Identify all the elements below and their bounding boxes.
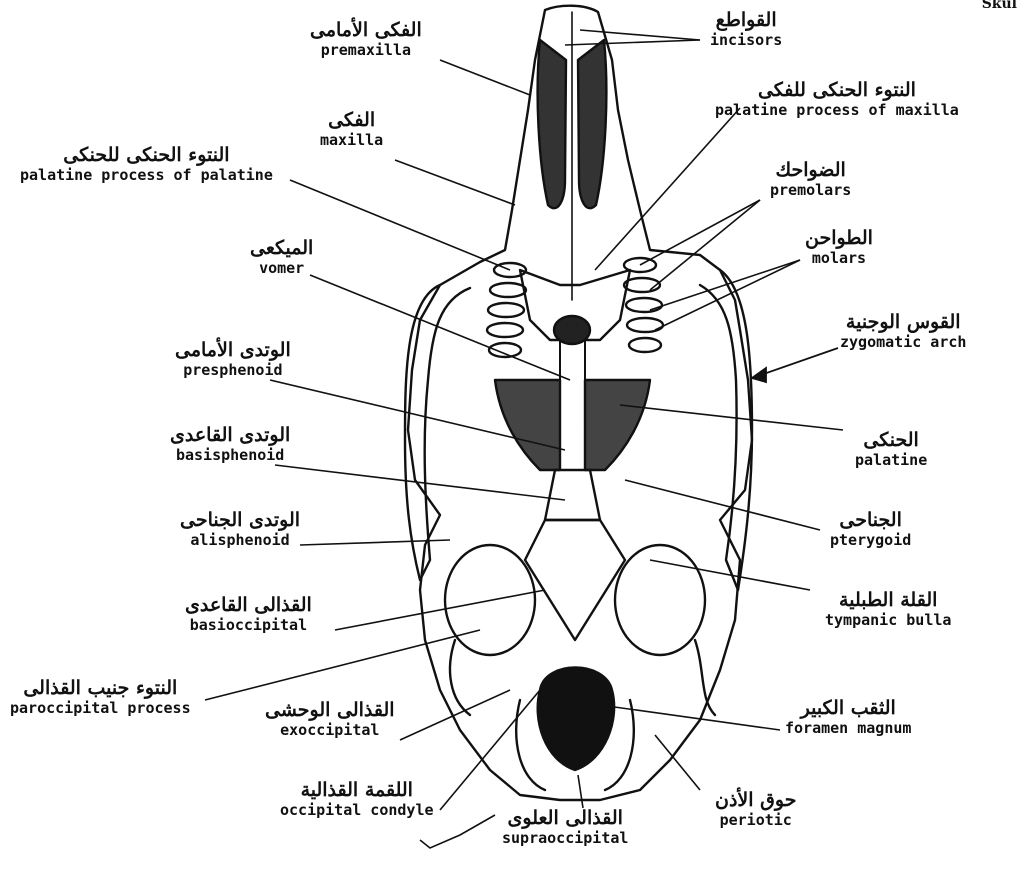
label-supraoccipital-ar: القذالى العلوى bbox=[502, 808, 628, 830]
basioccipital-shape bbox=[525, 520, 625, 640]
label-foramen-magnum-en: foramen magnum bbox=[785, 720, 911, 737]
label-basioccipital-en: basioccipital bbox=[185, 617, 312, 634]
label-palatine-process-palatine-en: palatine process of palatine bbox=[20, 167, 273, 184]
label-premolars: الضواحك premolars bbox=[770, 160, 851, 199]
label-vomer-en: vomer bbox=[250, 260, 313, 277]
label-periotic-ar: حوق الأذن bbox=[715, 790, 796, 812]
label-maxilla-ar: الفكى bbox=[320, 110, 383, 132]
label-presphenoid: الوتدى الأمامى presphenoid bbox=[175, 340, 291, 379]
label-exoccipital-en: exoccipital bbox=[265, 722, 395, 739]
incisive-foramen-right bbox=[578, 40, 606, 208]
label-maxilla-en: maxilla bbox=[320, 132, 383, 149]
label-occipital-condyle: اللقمة القذالية occipital condyle bbox=[280, 780, 434, 819]
label-maxilla: الفكى maxilla bbox=[320, 110, 383, 149]
label-alisphenoid: الوتدى الجناحى alisphenoid bbox=[180, 510, 300, 549]
zygomatic-arch-right bbox=[700, 270, 752, 590]
label-occipital-condyle-en: occipital condyle bbox=[280, 802, 434, 819]
label-palatine-process-palatine: النتوء الحنكى للحنكى palatine process of… bbox=[20, 145, 273, 184]
label-periotic-en: periotic bbox=[715, 812, 796, 829]
label-occipital-condyle-ar: اللقمة القذالية bbox=[280, 780, 434, 802]
label-basioccipital-ar: القذالى القاعدى bbox=[185, 595, 312, 617]
label-zygomatic-arch-en: zygomatic arch bbox=[840, 334, 966, 351]
label-palatine-process-palatine-ar: النتوء الحنكى للحنكى bbox=[20, 145, 273, 167]
label-alisphenoid-en: alisphenoid bbox=[180, 532, 300, 549]
label-paroccipital-process-ar: النتوء جنيب القذالى bbox=[10, 678, 191, 700]
label-paroccipital-process-en: paroccipital process bbox=[10, 700, 191, 717]
basisphenoid-shape bbox=[545, 470, 600, 520]
label-palatine-process-maxilla-en: palatine process of maxilla bbox=[715, 102, 959, 119]
paroccipital-left bbox=[450, 640, 470, 715]
label-basisphenoid: الوتدى القاعدى basisphenoid bbox=[170, 425, 290, 464]
label-pterygoid-ar: الجناحى bbox=[830, 510, 911, 532]
label-molars: الطواحن molars bbox=[805, 228, 873, 267]
label-exoccipital-ar: القذالى الوحشى bbox=[265, 700, 395, 722]
label-paroccipital-process: النتوء جنيب القذالى paroccipital process bbox=[10, 678, 191, 717]
label-alisphenoid-ar: الوتدى الجناحى bbox=[180, 510, 300, 532]
incisive-foramen-left bbox=[538, 40, 566, 208]
label-pterygoid-en: pterygoid bbox=[830, 532, 911, 549]
label-vomer-ar: الميكعى bbox=[250, 238, 313, 260]
label-exoccipital: القذالى الوحشى exoccipital bbox=[265, 700, 395, 739]
label-presphenoid-en: presphenoid bbox=[175, 362, 291, 379]
label-vomer: الميكعى vomer bbox=[250, 238, 313, 277]
label-basisphenoid-en: basisphenoid bbox=[170, 447, 290, 464]
label-incisors-ar: القواطع bbox=[710, 10, 782, 32]
label-palatine-process-maxilla: النتوء الحنكى للفكى palatine process of … bbox=[715, 80, 959, 119]
molars-left bbox=[487, 263, 526, 357]
label-premaxilla: الفكى الأمامى premaxilla bbox=[310, 20, 422, 59]
label-tympanic-bulla: القلة الطبلية tympanic bulla bbox=[825, 590, 951, 629]
zygomatic-arrow bbox=[752, 348, 838, 382]
label-palatine-ar: الحنكى bbox=[855, 430, 927, 452]
label-basisphenoid-ar: الوتدى القاعدى bbox=[170, 425, 290, 447]
label-pterygoid: الجناحى pterygoid bbox=[830, 510, 911, 549]
label-molars-en: molars bbox=[805, 250, 873, 267]
corner-fragment: Skul bbox=[982, 0, 1017, 12]
label-incisors-en: incisors bbox=[710, 32, 782, 49]
label-zygomatic-arch-ar: القوس الوجنية bbox=[840, 312, 966, 334]
label-premolars-en: premolars bbox=[770, 182, 851, 199]
label-zygomatic-arch: القوس الوجنية zygomatic arch bbox=[840, 312, 966, 351]
label-palatine: الحنكى palatine bbox=[855, 430, 927, 469]
label-supraoccipital: القذالى العلوى supraoccipital bbox=[502, 808, 628, 847]
label-presphenoid-ar: الوتدى الأمامى bbox=[175, 340, 291, 362]
label-foramen-magnum-ar: الثقب الكبير bbox=[785, 698, 911, 720]
label-periotic: حوق الأذن periotic bbox=[715, 790, 796, 829]
label-incisors: القواطع incisors bbox=[710, 10, 782, 49]
label-supraoccipital-en: supraoccipital bbox=[502, 830, 628, 847]
label-premaxilla-ar: الفكى الأمامى bbox=[310, 20, 422, 42]
label-molars-ar: الطواحن bbox=[805, 228, 873, 250]
label-premolars-ar: الضواحك bbox=[770, 160, 851, 182]
choanae bbox=[495, 380, 650, 470]
label-palatine-process-maxilla-ar: النتوء الحنكى للفكى bbox=[715, 80, 959, 102]
label-tympanic-bulla-ar: القلة الطبلية bbox=[825, 590, 951, 612]
label-tympanic-bulla-en: tympanic bulla bbox=[825, 612, 951, 629]
label-palatine-en: palatine bbox=[855, 452, 927, 469]
zygomatic-arch-left bbox=[405, 285, 470, 580]
paroccipital-right bbox=[695, 640, 715, 715]
label-basioccipital: القذالى القاعدى basioccipital bbox=[185, 595, 312, 634]
label-premaxilla-en: premaxilla bbox=[310, 42, 422, 59]
label-foramen-magnum: الثقب الكبير foramen magnum bbox=[785, 698, 911, 737]
foramen-magnum-shape bbox=[538, 668, 614, 771]
